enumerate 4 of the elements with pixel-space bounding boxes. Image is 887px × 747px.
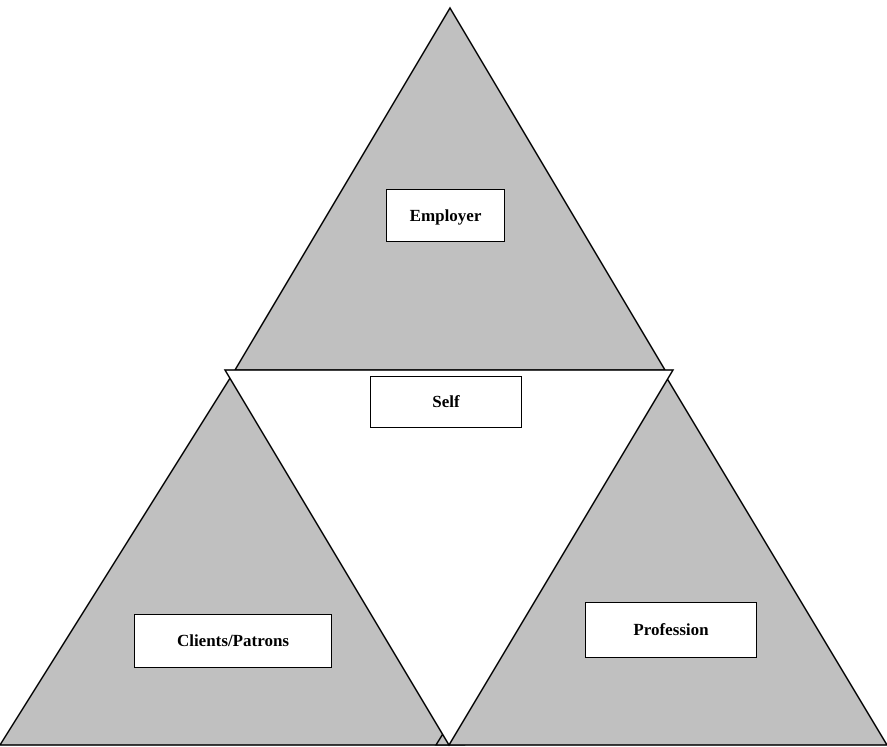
label-box: Profession bbox=[585, 602, 757, 658]
label-box: Employer bbox=[386, 189, 505, 242]
label-box: Clients/Patrons bbox=[134, 614, 332, 668]
label-box: Self bbox=[370, 376, 522, 428]
